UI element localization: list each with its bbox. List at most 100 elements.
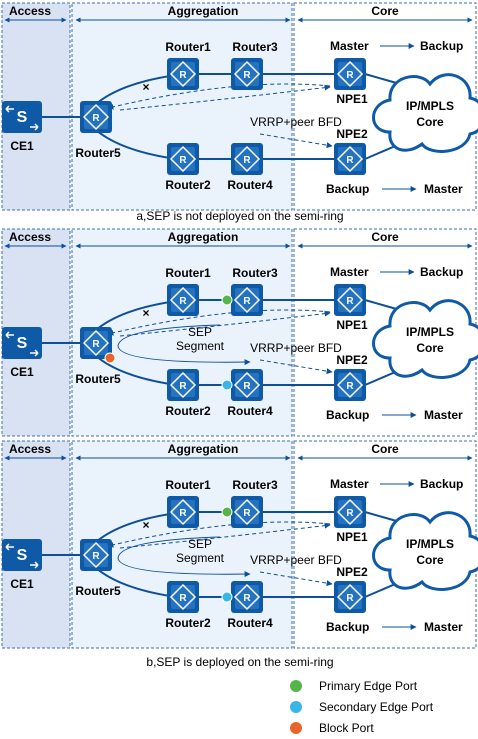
cloud-label-line2: Core [416, 341, 444, 355]
link-npe1-core [364, 299, 401, 311]
ce1-label: CE1 [10, 577, 34, 591]
header-aggregation: Aggregation [168, 442, 239, 456]
sep-segment-arc [117, 324, 251, 366]
npe2-state-before: Backup [326, 408, 369, 422]
ce1-label: CE1 [10, 139, 34, 153]
ip-mpls-cloud-icon [372, 299, 478, 379]
npe1-state-after: Backup [420, 39, 463, 53]
npe2-state-after: Master [424, 182, 463, 196]
router5-label: Router5 [75, 584, 121, 598]
router1-label: Router1 [165, 478, 211, 492]
secondary-edge-port-dot [221, 379, 233, 391]
traffic-path-bottom [259, 571, 333, 587]
ce1-switch-icon [1, 100, 43, 134]
header-core: Core [371, 442, 399, 456]
caption-b: b,SEP is deployed on the semi-ring [146, 655, 333, 669]
router4-label: Router4 [227, 178, 273, 192]
router2-label: Router2 [165, 178, 211, 192]
traffic-path-top [107, 309, 331, 336]
sep-label: SEP [188, 325, 212, 339]
vrrp-label: VRRP+peer BFD [250, 115, 342, 129]
traffic-path-bottom [259, 359, 333, 375]
legend-label-2: Block Port [319, 721, 374, 735]
router5-label: Router5 [75, 372, 121, 386]
router5-icon [79, 538, 113, 572]
npe2-state-before: Backup [326, 182, 369, 196]
npe1-icon [333, 495, 367, 529]
vrrp-label: VRRP+peer BFD [250, 341, 342, 355]
router1-icon [166, 283, 200, 317]
npe1-state-after: Backup [420, 477, 463, 491]
header-aggregation: Aggregation [168, 230, 239, 244]
npe2-state-after: Master [424, 408, 463, 422]
header-core: Core [371, 230, 399, 244]
ip-mpls-cloud-icon [372, 511, 478, 591]
router4-icon [230, 142, 264, 176]
npe2-label: NPE2 [336, 353, 368, 367]
cloud-label-line1: IP/MPLS [406, 99, 454, 113]
ce1-switch-icon [1, 538, 43, 572]
router2-label: Router2 [165, 404, 211, 418]
router3-label: Router3 [232, 266, 278, 280]
vrrp-label: VRRP+peer BFD [250, 553, 342, 567]
link-router5-router2 [95, 129, 171, 159]
npe2-icon [333, 580, 367, 614]
router3-icon [230, 495, 264, 529]
npe2-label: NPE2 [336, 127, 368, 141]
ce1-label: CE1 [10, 365, 34, 379]
router4-label: Router4 [227, 404, 273, 418]
router1-icon [166, 57, 200, 91]
header-core: Core [371, 4, 399, 18]
link-router5-router1 [95, 75, 171, 105]
ip-mpls-cloud-icon [372, 73, 478, 153]
npe1-state-before: Master [330, 39, 369, 53]
header-access: Access [9, 4, 51, 18]
ce1-switch-icon [1, 326, 43, 360]
secondary-edge-port-dot [221, 591, 233, 603]
traffic-path-top [107, 521, 331, 548]
link-npe1-core [364, 511, 401, 523]
npe1-icon [333, 57, 367, 91]
router2-label: Router2 [165, 616, 211, 630]
traffic-path-top-return [119, 84, 331, 111]
link-break-mark: × [142, 306, 149, 320]
npe1-state-before: Master [330, 477, 369, 491]
router2-icon [166, 142, 200, 176]
traffic-path-top [107, 83, 331, 110]
npe1-state-before: Master [330, 265, 369, 279]
caption-a: a,SEP is not deployed on the semi-ring [136, 209, 343, 223]
cloud-label-line1: IP/MPLS [406, 537, 454, 551]
router4-icon [230, 368, 264, 402]
link-break-mark: × [142, 518, 149, 532]
npe2-icon [333, 142, 367, 176]
legend-label-0: Primary Edge Port [319, 679, 418, 693]
cloud-label-line2: Core [416, 553, 444, 567]
legend-label-1: Secondary Edge Port [319, 700, 434, 714]
traffic-path-top-return [119, 310, 331, 337]
router4-icon [230, 580, 264, 614]
npe1-icon [333, 283, 367, 317]
legend-dot-2 [290, 722, 302, 734]
primary-edge-port-dot [221, 506, 233, 518]
link-break-mark: × [142, 80, 149, 94]
router5-label: Router5 [75, 146, 121, 160]
link-router5-router1 [95, 301, 171, 331]
header-aggregation: Aggregation [168, 4, 239, 18]
segment-label: Segment [176, 551, 225, 565]
traffic-path-top-return [119, 522, 331, 549]
link-npe1-core [364, 73, 401, 85]
npe2-label: NPE2 [336, 565, 368, 579]
sep-segment-arc [117, 536, 251, 578]
header-access: Access [9, 442, 51, 456]
npe1-label: NPE1 [336, 530, 368, 544]
link-router5-router1 [95, 513, 171, 543]
npe1-label: NPE1 [336, 318, 368, 332]
router1-icon [166, 495, 200, 529]
primary-edge-port-dot [221, 294, 233, 306]
router4-label: Router4 [227, 616, 273, 630]
npe1-label: NPE1 [336, 92, 368, 106]
header-access: Access [9, 230, 51, 244]
